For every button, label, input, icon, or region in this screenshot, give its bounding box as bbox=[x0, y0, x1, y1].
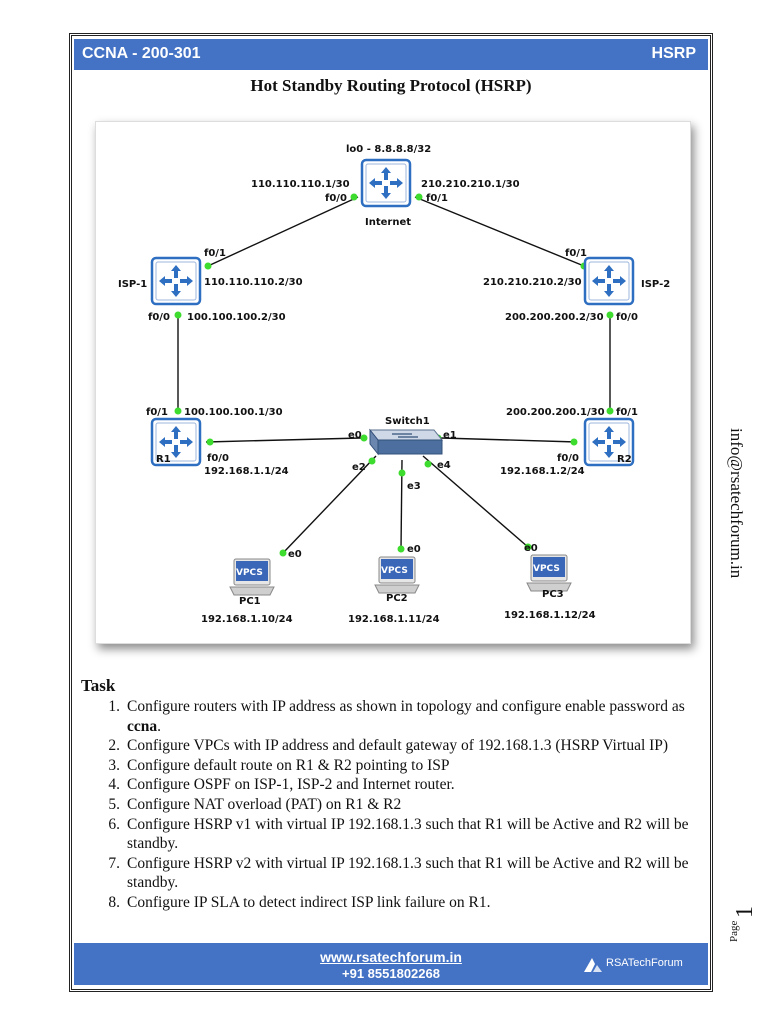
task-text: Configure NAT overload (PAT) on R1 & R2 bbox=[127, 795, 402, 813]
isp2-ip-bottom: 200.200.200.2/30 bbox=[505, 312, 604, 323]
course-label: CCNA - 200-301 bbox=[82, 45, 201, 62]
pc3-port: e0 bbox=[524, 543, 538, 554]
isp1-port-bottom: f0/0 bbox=[148, 312, 170, 323]
task-emphasis: ccna bbox=[127, 717, 158, 735]
internet-router-icon[interactable] bbox=[360, 158, 412, 208]
switch-e1: e1 bbox=[443, 430, 457, 441]
task-text: Configure default route on R1 & R2 point… bbox=[127, 756, 450, 774]
r1-router-name: R1 bbox=[156, 454, 171, 465]
task-number: 3. bbox=[108, 756, 120, 774]
task-item: 7. Configure HSRP v2 with virtual IP 192.… bbox=[98, 854, 710, 893]
topology-svg: VPCS VPCS VPCS lo0 - 8.8.8.8/32 110.110.… bbox=[118, 144, 670, 625]
r1-port-top: f0/1 bbox=[146, 407, 168, 418]
internet-port-left: f0/0 bbox=[325, 193, 347, 204]
switch-e4: e4 bbox=[437, 460, 451, 471]
task-tail: . bbox=[157, 717, 162, 735]
r2-ip-lan: 192.168.1.2/24 bbox=[500, 466, 585, 477]
isp2-router-name: ISP-2 bbox=[641, 279, 670, 290]
task-number: 8. bbox=[108, 893, 120, 911]
footer-logo: RSATechForum bbox=[582, 955, 694, 975]
task-text: Configure HSRP v2 with virtual IP 192.16… bbox=[127, 854, 689, 892]
r1-port-lan: f0/0 bbox=[207, 453, 229, 464]
pc2-badge: VPCS bbox=[381, 566, 408, 576]
isp2-port-top: f0/1 bbox=[565, 248, 587, 259]
task-item: 3. Configure default route on R1 & R2 poi… bbox=[98, 756, 710, 776]
switch-name: Switch1 bbox=[385, 416, 430, 427]
isp1-port-top: f0/1 bbox=[204, 248, 226, 259]
task-number: 1. bbox=[108, 698, 120, 715]
footer-bar: www.rsatechforum.in +91 8551802268 RSATe… bbox=[74, 943, 708, 985]
topic-label: HSRP bbox=[651, 45, 696, 62]
side-email[interactable]: info@rsatechforum.in bbox=[724, 428, 746, 598]
task-heading: Task bbox=[81, 676, 116, 695]
task-item: 6. Configure HSRP v1 with virtual IP 192.… bbox=[98, 815, 710, 854]
r1-ip-lan: 192.168.1.1/24 bbox=[204, 466, 289, 477]
pc3-ip: 192.168.1.12/24 bbox=[504, 610, 596, 621]
pc2-ip: 192.168.1.11/24 bbox=[348, 614, 440, 625]
pc1-ip: 192.168.1.10/24 bbox=[201, 614, 293, 625]
r2-ip-top: 200.200.200.1/30 bbox=[506, 407, 605, 418]
r1-ip-top: 100.100.100.1/30 bbox=[184, 407, 283, 418]
task-number: 6. bbox=[108, 815, 120, 833]
pc3-name: PC3 bbox=[542, 589, 564, 600]
task-text: Configure OSPF on ISP-1, ISP-2 and Inter… bbox=[127, 776, 455, 794]
isp2-port-bottom: f0/0 bbox=[616, 312, 638, 323]
isp1-router-name: ISP-1 bbox=[118, 279, 147, 290]
internet-port-right: f0/1 bbox=[426, 193, 448, 204]
task-item: 4. Configure OSPF on ISP-1, ISP-2 and Int… bbox=[98, 775, 710, 795]
task-number: 2. bbox=[108, 737, 120, 755]
task-text: Configure VPCs with IP address and defau… bbox=[127, 737, 669, 755]
task-text: Configure IP SLA to detect indirect ISP … bbox=[127, 893, 491, 911]
task-text: Configure routers with IP address as sho… bbox=[127, 698, 685, 715]
page-title: Hot Standby Routing Protocol (HSRP) bbox=[250, 76, 532, 95]
page-label: Page bbox=[728, 920, 740, 942]
pc2-name: PC2 bbox=[386, 593, 408, 604]
internet-router-name: Internet bbox=[365, 217, 411, 228]
isp2-router-icon[interactable] bbox=[583, 256, 635, 306]
switch-e0: e0 bbox=[348, 430, 362, 441]
pc1-badge: VPCS bbox=[236, 568, 263, 578]
r2-router-name: R2 bbox=[617, 454, 632, 465]
page-number-value: 1 bbox=[732, 906, 758, 918]
switch-e2: e2 bbox=[352, 462, 366, 473]
pc1-port: e0 bbox=[288, 549, 302, 560]
side-email-text[interactable]: info@rsatechforum.in bbox=[727, 428, 746, 579]
page-border bbox=[69, 33, 713, 992]
internet-ip-right: 210.210.210.1/30 bbox=[421, 179, 520, 190]
task-number: 7. bbox=[108, 854, 120, 872]
task-list: 1. Configure routers with IP address as s… bbox=[98, 697, 710, 913]
task-item: 8. Configure IP SLA to detect indirect IS… bbox=[98, 893, 710, 913]
isp1-router-icon[interactable] bbox=[150, 256, 202, 306]
pc2-port: e0 bbox=[407, 544, 421, 555]
pc3-badge: VPCS bbox=[533, 564, 560, 574]
isp2-ip-top: 210.210.210.2/30 bbox=[483, 277, 582, 288]
r2-port-lan: f0/0 bbox=[557, 453, 579, 464]
logo-icon bbox=[584, 958, 602, 972]
pc1-name: PC1 bbox=[239, 596, 261, 607]
switch-icon[interactable] bbox=[368, 428, 444, 456]
page-number: Page 1 bbox=[728, 898, 758, 946]
internet-ip-left: 110.110.110.1/30 bbox=[251, 179, 350, 190]
logo-text: RSATechForum bbox=[606, 957, 683, 969]
isp1-ip-bottom: 100.100.100.2/30 bbox=[187, 312, 286, 323]
task-item: 2. Configure VPCs with IP address and def… bbox=[98, 736, 710, 756]
isp1-ip-top: 110.110.110.2/30 bbox=[204, 277, 303, 288]
task-item: 1. Configure routers with IP address as s… bbox=[98, 697, 710, 736]
task-number: 5. bbox=[108, 795, 120, 813]
switch-e3: e3 bbox=[407, 481, 421, 492]
task-item: 5. Configure NAT overload (PAT) on R1 & R… bbox=[98, 795, 710, 815]
footer-phone: +91 8551802268 bbox=[342, 966, 440, 981]
internet-lo0-label: lo0 - 8.8.8.8/32 bbox=[346, 144, 431, 155]
r2-port-top: f0/1 bbox=[616, 407, 638, 418]
header-bar: CCNA - 200-301 HSRP bbox=[74, 39, 708, 70]
topology-diagram: VPCS VPCS VPCS lo0 - 8.8.8.8/32 110.110.… bbox=[95, 121, 691, 644]
footer-website-link[interactable]: www.rsatechforum.in bbox=[320, 949, 462, 965]
task-number: 4. bbox=[108, 776, 120, 794]
task-text: Configure HSRP v1 with virtual IP 192.16… bbox=[127, 815, 689, 853]
